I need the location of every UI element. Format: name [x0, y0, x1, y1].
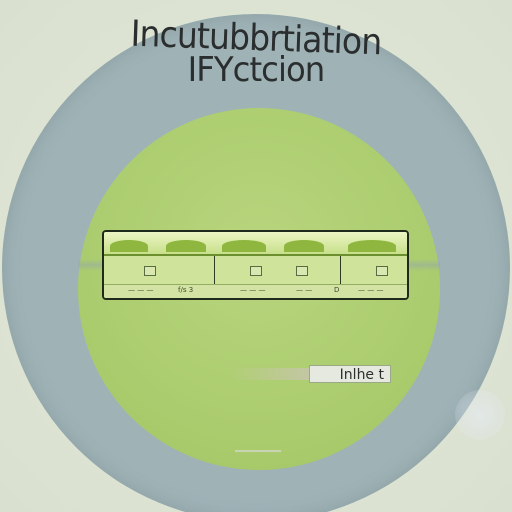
haze-spot [455, 390, 505, 440]
tick-label: f/s 3 [178, 286, 194, 294]
tab-bump [222, 240, 266, 252]
cell-marker [144, 266, 156, 276]
label-tag: Inlhe t [309, 365, 391, 383]
cell-divider [340, 256, 341, 284]
tick-label: — — [296, 286, 313, 294]
strip-top-row [104, 232, 407, 256]
label-shadow [230, 368, 310, 380]
tick-label: — — — [128, 286, 154, 294]
cell-divider [214, 256, 215, 284]
tick-label: — — — [240, 286, 266, 294]
tab-bump [110, 240, 148, 252]
tick-label: D [334, 286, 340, 294]
strip-bottom-row [104, 284, 407, 298]
tab-bump [166, 240, 206, 252]
cell-marker [376, 266, 388, 276]
segmented-strip: — — — f/s 3 — — — — — D — — — [102, 230, 409, 300]
tab-bump [348, 240, 396, 252]
cell-marker [250, 266, 262, 276]
title-line-2: IFYctcion [187, 50, 326, 90]
cell-marker [296, 266, 308, 276]
tick-label: — — — [358, 286, 384, 294]
tab-bump [284, 240, 324, 252]
faint-line [235, 450, 281, 452]
